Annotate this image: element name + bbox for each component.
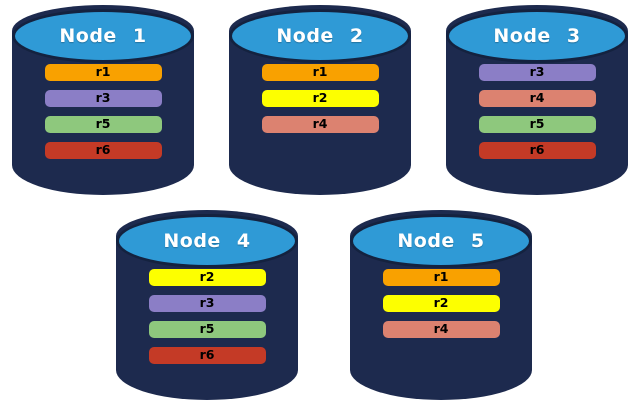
- replica-label: r6: [529, 142, 545, 158]
- replica-label: r1: [95, 64, 111, 80]
- replica-bar-r3: r3: [148, 295, 266, 312]
- db-cylinder-2: Node 2 r1 r2 r4: [229, 5, 411, 195]
- replica-label: r4: [529, 90, 545, 106]
- node-title: Node 5: [397, 230, 485, 252]
- replica-label: r3: [95, 90, 111, 106]
- replica-bar-r6: r6: [478, 142, 596, 159]
- replica-bar-r6: r6: [148, 347, 266, 364]
- replica-label: r2: [433, 295, 449, 311]
- cylinder-top-ellipse: Node 4: [116, 214, 298, 268]
- replica-list: r1 r2 r4: [229, 64, 411, 133]
- replica-label: r2: [199, 269, 215, 285]
- node-title: Node 3: [493, 25, 581, 47]
- node-row-2: Node 4 r2 r3 r5 r6 Node 5 r1 r2 r4: [0, 210, 638, 400]
- replica-bar-r5: r5: [478, 116, 596, 133]
- replica-bar-r1: r1: [382, 269, 500, 286]
- cylinder-top-ellipse: Node 3: [446, 9, 628, 63]
- replica-bar-r3: r3: [44, 90, 162, 107]
- replica-bar-r3: r3: [478, 64, 596, 81]
- replica-list: r3 r4 r5 r6: [446, 64, 628, 159]
- replica-label: r4: [433, 321, 449, 337]
- replica-label: r6: [95, 142, 111, 158]
- replica-bar-r4: r4: [261, 116, 379, 133]
- replica-label: r3: [199, 295, 215, 311]
- replica-bar-r2: r2: [382, 295, 500, 312]
- node-title: Node 2: [276, 25, 364, 47]
- db-cylinder-1: Node 1 r1 r3 r5 r6: [12, 5, 194, 195]
- replica-bar-r5: r5: [148, 321, 266, 338]
- db-cylinder-4: Node 4 r2 r3 r5 r6: [116, 210, 298, 400]
- db-cylinder-5: Node 5 r1 r2 r4: [350, 210, 532, 400]
- cylinder-top-ellipse: Node 5: [350, 214, 532, 268]
- replica-bar-r4: r4: [478, 90, 596, 107]
- replica-label: r1: [433, 269, 449, 285]
- replica-bar-r4: r4: [382, 321, 500, 338]
- db-cylinder-3: Node 3 r3 r4 r5 r6: [446, 5, 628, 195]
- replica-label: r5: [199, 321, 215, 337]
- replica-bar-r2: r2: [261, 90, 379, 107]
- node-title: Node 4: [163, 230, 251, 252]
- replica-list: r1 r3 r5 r6: [12, 64, 194, 159]
- replica-list: r1 r2 r4: [350, 269, 532, 338]
- replica-label: r1: [312, 64, 328, 80]
- replica-bar-r1: r1: [44, 64, 162, 81]
- cylinder-top-ellipse: Node 1: [12, 9, 194, 63]
- replica-label: r4: [312, 116, 328, 132]
- replica-label: r5: [95, 116, 111, 132]
- replica-bar-r5: r5: [44, 116, 162, 133]
- cylinder-top-ellipse: Node 2: [229, 9, 411, 63]
- replica-label: r2: [312, 90, 328, 106]
- replica-list: r2 r3 r5 r6: [116, 269, 298, 364]
- replica-label: r5: [529, 116, 545, 132]
- replica-label: r3: [529, 64, 545, 80]
- replica-bar-r1: r1: [261, 64, 379, 81]
- node-title: Node 1: [59, 25, 147, 47]
- replica-label: r6: [199, 347, 215, 363]
- replica-bar-r2: r2: [148, 269, 266, 286]
- replica-bar-r6: r6: [44, 142, 162, 159]
